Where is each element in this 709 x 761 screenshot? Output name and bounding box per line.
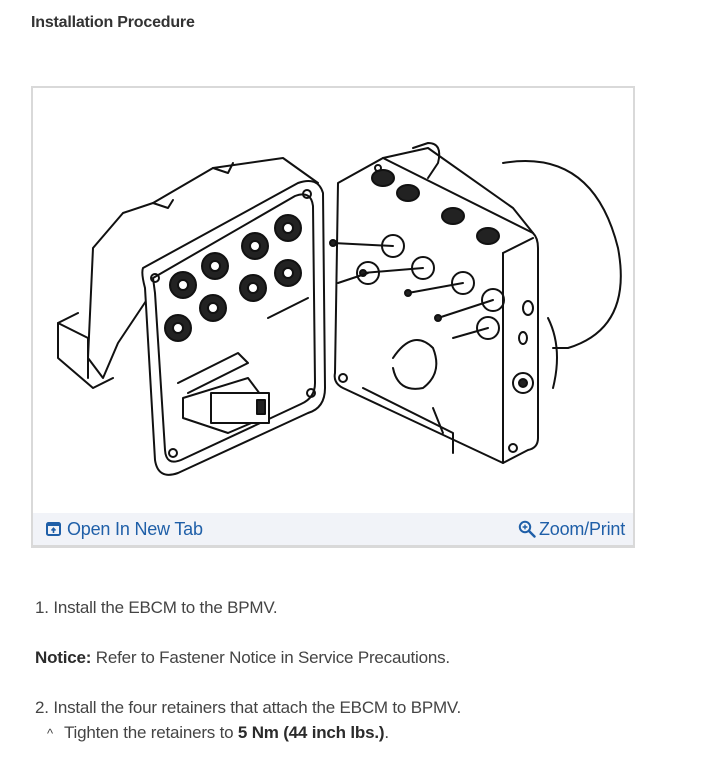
step-number: 2. <box>35 698 49 717</box>
open-in-new-tab-icon <box>46 522 61 536</box>
step-2-substep: ^ Tighten the retainers to 5 Nm (44 inch … <box>47 723 389 743</box>
bpmv-drawing <box>329 142 622 464</box>
notice: Notice: Refer to Fastener Notice in Serv… <box>35 648 450 668</box>
ebcm-drawing <box>57 157 326 476</box>
step-2: 2. Install the four retainers that attac… <box>35 698 461 718</box>
open-in-new-tab-label: Open In New Tab <box>67 518 203 539</box>
step-number: 1. <box>35 598 49 617</box>
zoom-in-icon <box>518 520 536 538</box>
step-text: Install the EBCM to the BPMV. <box>53 598 278 617</box>
step-text: Install the four retainers that attach t… <box>53 698 462 717</box>
ebcm-bpmv-illustration <box>33 88 633 513</box>
zoom-print-label: Zoom/Print <box>538 518 625 539</box>
zoom-print-link[interactable]: Zoom/Print <box>518 519 625 540</box>
substep-end: . <box>384 723 389 742</box>
notice-text: Refer to Fastener Notice in Service Prec… <box>91 648 450 667</box>
step-1: 1. Install the EBCM to the BPMV. <box>35 598 278 618</box>
figure-container: Open In New Tab Zoom/Print <box>31 86 635 548</box>
page-title: Installation Procedure <box>31 14 195 31</box>
substep-marker: ^ <box>47 726 53 741</box>
torque-spec: 5 Nm (44 inch lbs.) <box>237 723 385 742</box>
substep-text: Tighten the retainers to <box>64 723 238 742</box>
open-in-new-tab-link[interactable]: Open In New Tab <box>46 519 203 540</box>
figure-action-bar: Open In New Tab Zoom/Print <box>33 513 633 545</box>
notice-label: Notice: <box>35 648 92 667</box>
